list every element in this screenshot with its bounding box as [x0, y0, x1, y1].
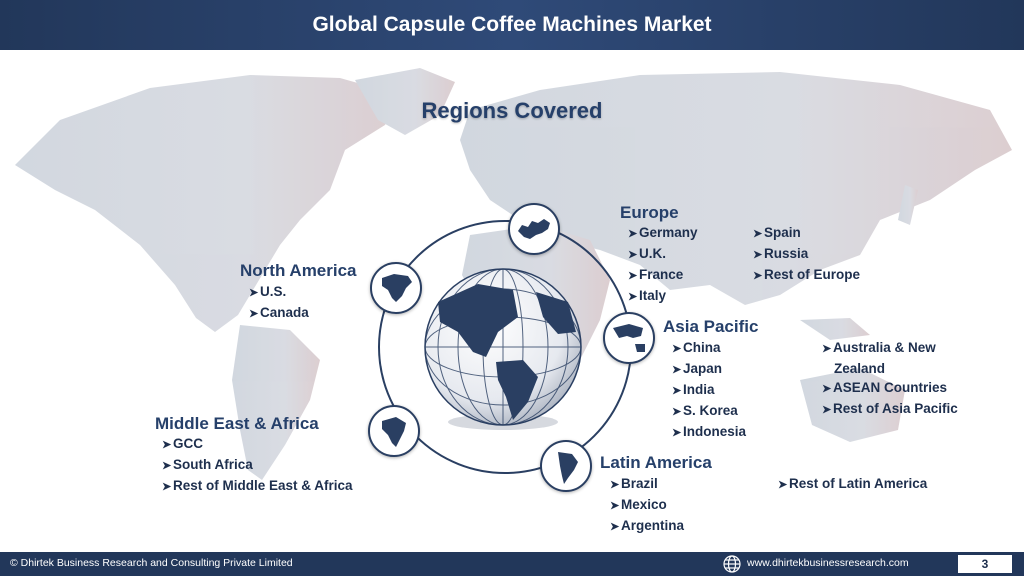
europe-map-badge — [508, 203, 560, 255]
latin-america-list-col2: ➤Rest of Latin America — [778, 474, 927, 495]
list-item: ➤Brazil — [610, 474, 684, 495]
arrowhead-bullet-icon: ➤ — [822, 343, 832, 355]
asia-pacific-map-badge — [603, 312, 655, 364]
latin-america-list-col1: ➤Brazil ➤Mexico ➤Argentina — [610, 474, 684, 537]
europe-list-col1: ➤Germany ➤U.K. ➤France ➤Italy — [628, 223, 698, 307]
asia-pacific-title: Asia Pacific — [663, 317, 759, 336]
arrowhead-bullet-icon: ➤ — [778, 479, 788, 491]
latin-america-map-badge — [540, 440, 592, 492]
latin-america-title: Latin America — [600, 453, 712, 472]
list-item: ➤India — [672, 380, 746, 401]
list-item: ➤Rest of Asia Pacific — [822, 399, 958, 420]
list-item: ➤Canada — [249, 303, 309, 324]
arrowhead-bullet-icon: ➤ — [672, 364, 682, 376]
arrowhead-bullet-icon: ➤ — [249, 308, 259, 320]
list-item: ➤France — [628, 265, 698, 286]
web-globe-icon — [723, 555, 741, 573]
list-item: Zealand — [834, 361, 886, 376]
europe-title: Europe — [620, 203, 679, 222]
africa-map-icon — [382, 417, 406, 447]
list-item: ➤Italy — [628, 286, 698, 307]
list-item: ➤Russia — [753, 244, 860, 265]
page-title: Global Capsule Coffee Machines Market — [312, 13, 712, 36]
list-item: ➤Australia & New — [822, 338, 958, 359]
arrowhead-bullet-icon: ➤ — [672, 385, 682, 397]
website-link[interactable]: www.dhirtekbusinessresearch.com — [747, 557, 909, 569]
page-number: 3 — [958, 555, 1012, 573]
middle-east-africa-title: Middle East & Africa — [155, 414, 319, 433]
arrowhead-bullet-icon: ➤ — [162, 481, 172, 493]
arrowhead-bullet-icon: ➤ — [628, 228, 638, 240]
list-item: ➤ASEAN Countries — [822, 378, 958, 399]
arrowhead-bullet-icon: ➤ — [753, 249, 763, 261]
arrowhead-bullet-icon: ➤ — [610, 500, 620, 512]
europe-map-icon — [518, 219, 550, 239]
copyright-text: © Dhirtek Business Research and Consulti… — [10, 557, 293, 569]
arrowhead-bullet-icon: ➤ — [628, 249, 638, 261]
arrowhead-bullet-icon: ➤ — [610, 521, 620, 533]
arrowhead-bullet-icon: ➤ — [753, 228, 763, 240]
asia-pacific-map-icon — [613, 324, 645, 352]
list-item: ➤Spain — [753, 223, 860, 244]
arrowhead-bullet-icon: ➤ — [672, 406, 682, 418]
list-item: ➤Indonesia — [672, 422, 746, 443]
globe-icon — [424, 268, 582, 430]
arrowhead-bullet-icon: ➤ — [672, 427, 682, 439]
latin-america-map-icon — [558, 452, 578, 484]
arrowhead-bullet-icon: ➤ — [162, 439, 172, 451]
list-item: ➤Argentina — [610, 516, 684, 537]
list-item: ➤China — [672, 338, 746, 359]
list-item: ➤South Africa — [162, 455, 353, 476]
list-item: ➤U.K. — [628, 244, 698, 265]
list-item: ➤Rest of Latin America — [778, 474, 927, 495]
arrowhead-bullet-icon: ➤ — [822, 383, 832, 395]
list-item: ➤S. Korea — [672, 401, 746, 422]
list-item: ➤GCC — [162, 434, 353, 455]
regions-covered-heading: Regions Covered — [421, 98, 603, 123]
europe-list-col2: ➤Spain ➤Russia ➤Rest of Europe — [753, 223, 860, 286]
north-america-map-badge — [370, 262, 422, 314]
asia-pacific-list-col1: ➤China ➤Japan ➤India ➤S. Korea ➤Indonesi… — [672, 338, 746, 443]
arrowhead-bullet-icon: ➤ — [822, 404, 832, 416]
arrowhead-bullet-icon: ➤ — [610, 479, 620, 491]
middle-east-africa-map-badge — [368, 405, 420, 457]
north-america-map-icon — [382, 274, 412, 302]
list-item: ➤Rest of Europe — [753, 265, 860, 286]
north-america-list: ➤U.S. ➤Canada — [249, 282, 309, 324]
header-bar: Global Capsule Coffee Machines Market — [0, 0, 1024, 50]
arrowhead-bullet-icon: ➤ — [628, 270, 638, 282]
arrowhead-bullet-icon: ➤ — [249, 287, 259, 299]
arrowhead-bullet-icon: ➤ — [628, 291, 638, 303]
footer-bar: © Dhirtek Business Research and Consulti… — [0, 552, 1024, 576]
north-america-title: North America — [240, 261, 357, 280]
list-item: ➤Rest of Middle East & Africa — [162, 476, 353, 497]
list-item: ➤Germany — [628, 223, 698, 244]
arrowhead-bullet-icon: ➤ — [672, 343, 682, 355]
middle-east-africa-list: ➤GCC ➤South Africa ➤Rest of Middle East … — [162, 434, 353, 497]
list-item: ➤Japan — [672, 359, 746, 380]
arrowhead-bullet-icon: ➤ — [162, 460, 172, 472]
list-item: ➤U.S. — [249, 282, 309, 303]
arrowhead-bullet-icon: ➤ — [753, 270, 763, 282]
list-item: ➤Mexico — [610, 495, 684, 516]
asia-pacific-list-col2: ➤Australia & New Zealand ➤ASEAN Countrie… — [822, 338, 958, 420]
